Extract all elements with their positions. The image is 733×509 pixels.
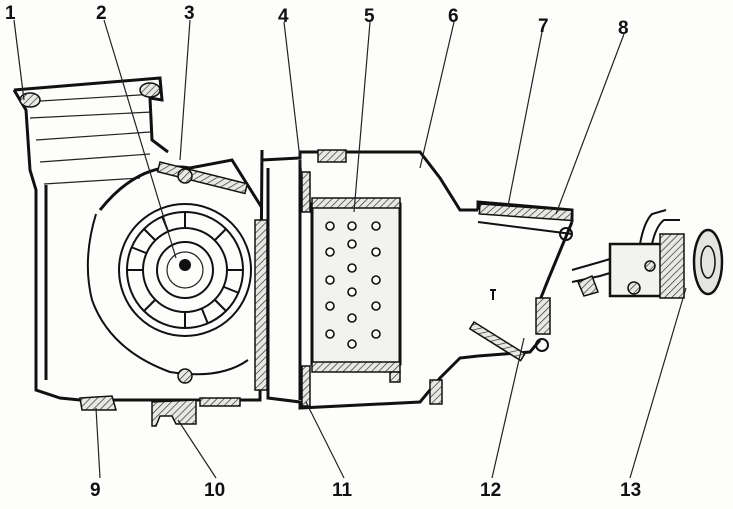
- callout-8: 8: [618, 18, 629, 39]
- callout-labels: 1 2 3 4 5 6 7 8 9 10 11 12 13: [5, 3, 641, 501]
- air-intake: [12, 76, 169, 200]
- base-parts: [79, 395, 241, 427]
- callout-10: 10: [204, 480, 225, 501]
- callout-9: 9: [90, 480, 101, 501]
- blower-housing: [34, 149, 264, 402]
- callout-11: 11: [332, 480, 353, 501]
- blower-fan: [118, 168, 252, 384]
- control-valve: [571, 209, 724, 299]
- callout-3: 3: [184, 3, 195, 24]
- callout-1: 1: [5, 3, 16, 24]
- callout-2: 2: [96, 3, 107, 24]
- leader-lines: [13, 19, 687, 479]
- callout-6: 6: [448, 6, 459, 27]
- callout-7: 7: [538, 16, 549, 37]
- outlet-duct: [429, 200, 574, 405]
- callout-13: 13: [620, 480, 641, 501]
- callout-4: 4: [278, 6, 289, 27]
- callout-12: 12: [480, 480, 501, 501]
- heater-core: [301, 171, 402, 407]
- callout-5: 5: [364, 6, 375, 27]
